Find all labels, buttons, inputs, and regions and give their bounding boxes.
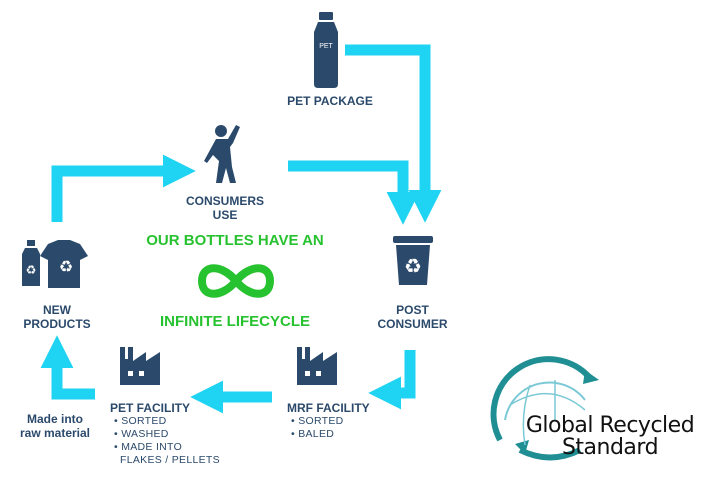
pet-package-label: PET PACKAGE (287, 94, 373, 108)
new-products-icon (22, 240, 88, 288)
pet-bullet: • SORTED (114, 415, 167, 427)
pet-factory-window (139, 371, 144, 376)
bin-recycle-symbol-icon: ♻ (404, 256, 422, 278)
arrow-package-to-post (345, 44, 442, 223)
center-headline: OUR BOTTLES HAVE AN (146, 232, 324, 249)
pet-factory-icon (120, 347, 160, 385)
post-consumer-label: POST CONSUMER (365, 303, 460, 331)
pet-factory-window (128, 371, 133, 376)
mrf-factory-icon (297, 347, 337, 385)
center-subline: INFINITE LIFECYCLE (160, 313, 310, 330)
consumers-line2: USE (212, 208, 238, 222)
grs-line2: Standard (561, 435, 659, 460)
raw-material-label: Made into raw material (10, 412, 100, 440)
mrf-bullet: • SORTED (291, 415, 344, 427)
new-products-label: NEW PRODUCTS (12, 303, 102, 331)
mrf-factory-window (305, 371, 310, 376)
grs-globe-logo (490, 356, 599, 461)
mrf-facility-label: MRF FACILITY (287, 401, 370, 415)
bottle-recycle-symbol-icon: ♻ (26, 263, 37, 277)
raw-line2: raw material (19, 426, 91, 440)
person-drinking-icon (204, 125, 240, 183)
grs-logo-text: Global Recycled Standard (510, 415, 710, 459)
pet-bullet: FLAKES / PELLETS (120, 454, 220, 466)
pet-bullet: • MADE INTO (114, 441, 183, 453)
arrow-new-to-consumer (51, 154, 196, 222)
recycle-bin-icon (393, 236, 433, 285)
mrf-factory-window (316, 371, 321, 376)
arrow-consumer-to-post (288, 160, 420, 225)
post-line2: CONSUMER (377, 317, 448, 331)
new-line2: PRODUCTS (23, 317, 91, 331)
bottle-icon (314, 12, 338, 88)
grs-line1: Global Recycled (525, 413, 695, 438)
pet-facility-label: PET FACILITY (110, 401, 191, 415)
consumers-use-label: CONSUMERS USE (180, 194, 270, 222)
arrow-post-to-mrf (368, 350, 416, 410)
infinity-icon (197, 264, 275, 298)
bottle-label: PET (319, 43, 333, 50)
mrf-facility: MRF FACILITY • SORTED • BALED (287, 401, 370, 441)
consumers-line1: CONSUMERS (185, 194, 264, 208)
mrf-bullet: • BALED (291, 428, 335, 440)
shirt-recycle-symbol-icon: ♻ (59, 259, 73, 276)
pet-bullet: • WASHED (114, 428, 169, 440)
pet-facility: PET FACILITY • SORTED • WASHED • MADE IN… (110, 401, 220, 467)
new-line1: NEW (43, 303, 71, 317)
arrow-pet-to-raw (40, 335, 95, 400)
post-line1: POST (396, 303, 429, 317)
raw-line1: Made into (27, 412, 83, 426)
